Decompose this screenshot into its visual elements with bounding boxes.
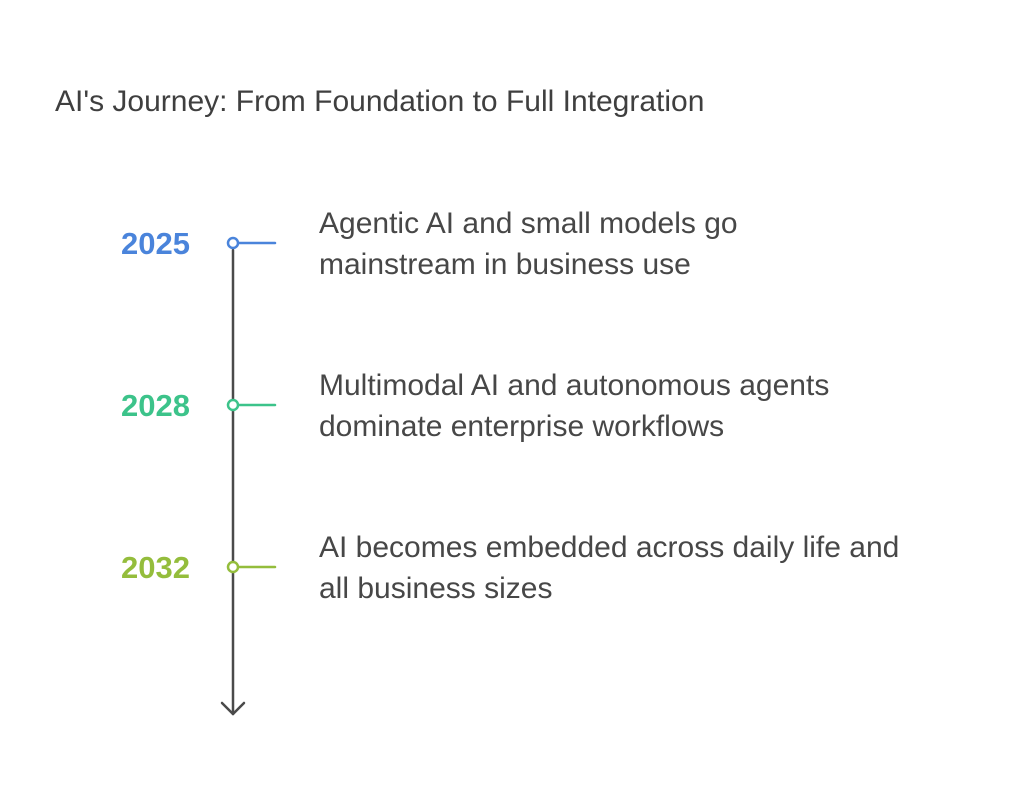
milestone-node-2032 [226,560,240,574]
description-line: mainstream in business use [319,248,691,281]
description-line: dominate enterprise workflows [319,410,725,443]
milestone-year-2028: 2028 [121,388,190,423]
description-line: all business sizes [319,572,553,605]
milestone-description-2032: AI becomes embedded across daily life an… [319,527,999,609]
description-line: Agentic AI and small models go [319,207,738,240]
diagram-title: AI's Journey: From Foundation to Full In… [55,85,705,118]
milestone-description-2028: Multimodal AI and autonomous agents domi… [319,365,999,447]
description-line: Multimodal AI and autonomous agents [319,369,830,402]
milestone-year-2025: 2025 [121,226,190,261]
arrow-down-icon [220,701,246,716]
description-line: AI becomes embedded across daily life an… [319,531,900,564]
milestone-node-2028 [226,398,240,412]
milestone-year-2032: 2032 [121,550,190,585]
milestone-node-2025 [226,236,240,250]
milestone-description-2025: Agentic AI and small models go mainstrea… [319,203,999,285]
